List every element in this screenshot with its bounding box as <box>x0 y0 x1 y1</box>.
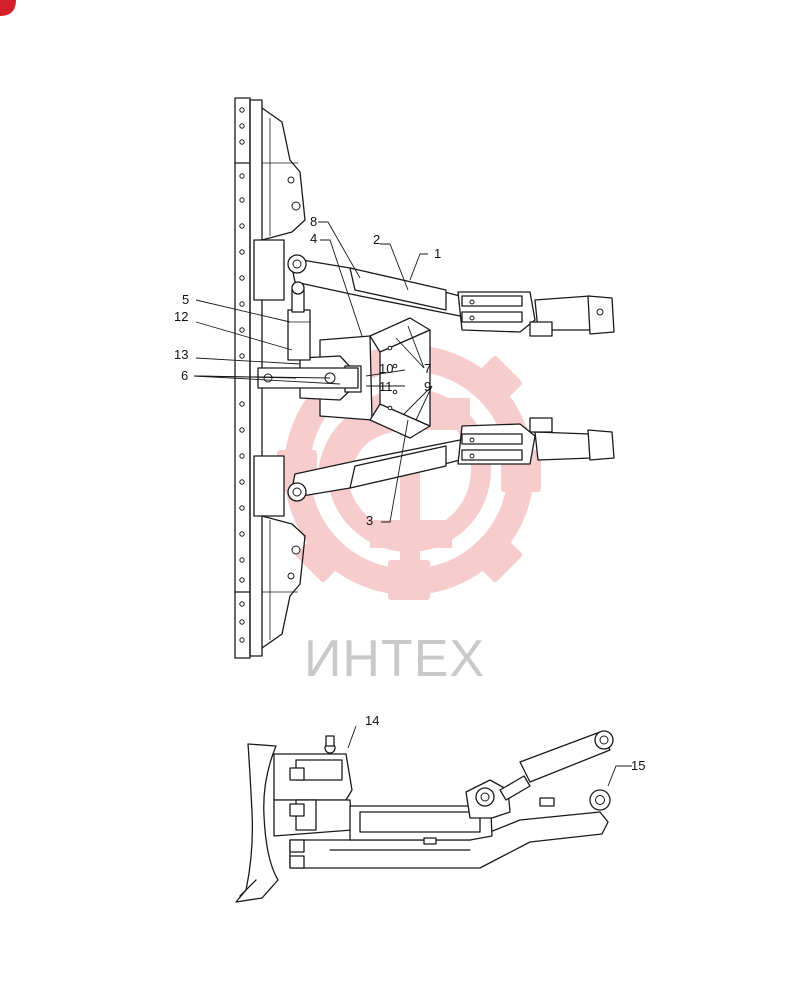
callout-11: 11 <box>379 379 393 394</box>
callout-9: 9 <box>424 379 431 394</box>
callout-labels: 1 2 3 4 5 6 7 8 9 10 11 12 13 14 15 <box>174 214 645 773</box>
callout-1: 1 <box>434 246 441 261</box>
callout-7: 7 <box>424 361 431 376</box>
callout-8: 8 <box>310 214 317 229</box>
callout-15: 15 <box>631 758 645 773</box>
corner-badge <box>0 0 16 16</box>
callout-10: 10 <box>379 361 393 376</box>
callout-5: 5 <box>182 292 189 307</box>
callout-2: 2 <box>373 232 380 247</box>
callout-13: 13 <box>174 347 188 362</box>
blade-bolt-holes <box>239 107 245 643</box>
callout-leaders <box>193 221 632 787</box>
watermark-gear-logo <box>277 338 541 600</box>
callout-3: 3 <box>366 513 373 528</box>
dozer-side-view <box>235 730 614 903</box>
callout-14: 14 <box>365 713 379 728</box>
callout-12: 12 <box>174 309 188 324</box>
watermark-text: ИНТЕХ <box>304 630 485 688</box>
callout-4: 4 <box>310 231 317 246</box>
dozer-top-view <box>234 97 615 659</box>
callout-6: 6 <box>181 368 188 383</box>
